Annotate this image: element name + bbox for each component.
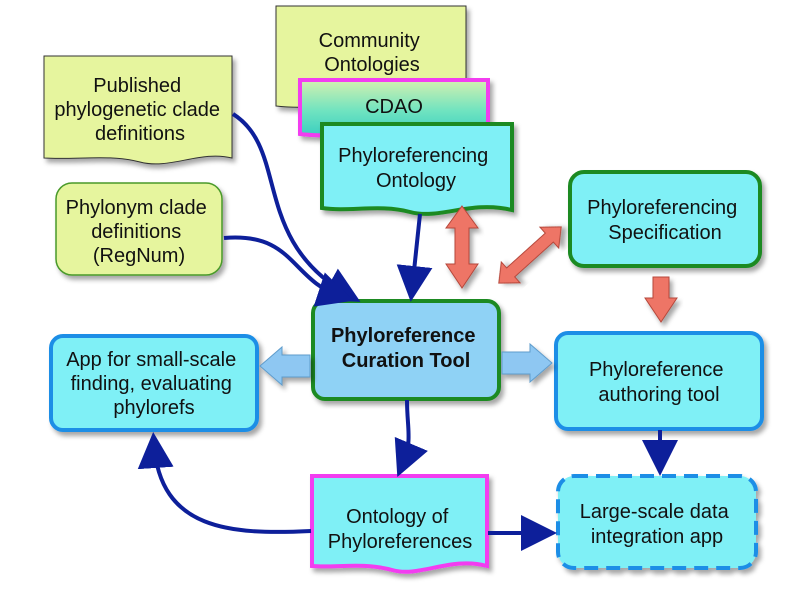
phylonym-definitions-node [55, 182, 223, 276]
large-scale-app-line-1: Large-scale data [580, 501, 730, 523]
curation-tool-line-2: Curation Tool [342, 350, 471, 372]
phylonym-definitions-line-3: (RegNum) [93, 245, 185, 267]
double-arrow-specification-curation [498, 226, 562, 284]
phyloreferencing-ontology-label: Phyloreferencing Ontology [338, 145, 494, 192]
curation-tool-label: Phyloreference Curation Tool [331, 325, 481, 372]
published-definitions-node [43, 55, 233, 165]
phylonym-definitions-shape [55, 182, 223, 276]
ontology-of-phyloreferences-node [310, 474, 489, 574]
community-ontologies-line-2: Ontologies [324, 54, 420, 76]
authoring-tool-shape [554, 331, 764, 431]
phyloreferencing-specification-line-1: Phyloreferencing [587, 197, 737, 219]
large-scale-app-label: Large-scale data integration app [580, 501, 735, 548]
phyloreferencing-ontology-line-2: Ontology [376, 170, 456, 192]
authoring-tool-node [554, 331, 764, 431]
small-scale-app-node [49, 334, 259, 432]
large-scale-app-node [556, 474, 758, 570]
phyloreferencing-specification-line-2: Specification [608, 222, 721, 244]
small-scale-app-label: App for small-scale finding, evaluating … [66, 349, 242, 419]
arrow-curation-to-small-scale [259, 345, 311, 387]
phyloreferencing-ontology-line-1: Phyloreferencing [338, 145, 488, 167]
large-scale-app-shape [556, 474, 758, 570]
ontology-of-phyloreferences-line-1: Ontology of [346, 506, 449, 528]
small-scale-app-line-1: App for small-scale [66, 349, 236, 371]
authoring-tool-label: Phyloreference authoring tool [589, 359, 729, 406]
published-definitions-line-2: phylogenetic clade [54, 99, 220, 121]
arrow-specification-to-authoring [644, 276, 678, 323]
curation-tool-line-1: Phyloreference [331, 325, 476, 347]
published-definitions-line-3: definitions [95, 123, 185, 145]
ontology-of-phyloreferences-label: Ontology of Phyloreferences [328, 506, 473, 553]
ontology-of-phyloreferences-line-2: Phyloreferences [328, 531, 473, 553]
ontology-of-phyloreferences-shape [310, 474, 489, 574]
phyloreferencing-specification-shape [568, 170, 762, 268]
published-definitions-shape [43, 55, 233, 165]
authoring-tool-line-1: Phyloreference [589, 359, 724, 381]
small-scale-app-shape [49, 334, 259, 432]
arrow-ontology-to-curation [396, 213, 433, 302]
community-ontologies-line-1: Community [319, 30, 420, 52]
phylonym-definitions-line-2: definitions [91, 221, 181, 243]
phylonym-definitions-line-1: Phylonym clade [66, 197, 207, 219]
phyloreferencing-specification-label: Phyloreferencing Specification [587, 197, 743, 244]
published-definitions-label: Published phylogenetic clade definitions [54, 75, 225, 145]
phylonym-definitions-label: Phylonym clade definitions (RegNum) [66, 197, 213, 267]
double-arrow-ontology-curation [445, 205, 479, 289]
phyloreferencing-specification-node [568, 170, 762, 268]
authoring-tool-line-2: authoring tool [598, 384, 719, 406]
arrow-curation-to-ontology-of [394, 399, 428, 478]
large-scale-app-line-2: integration app [591, 526, 723, 548]
small-scale-app-line-3: phylorefs [113, 397, 194, 419]
phyloreferencing-ontology-shape [320, 122, 514, 216]
phyloreferencing-ontology-node [320, 122, 514, 216]
cdao-label: CDAO [365, 96, 423, 118]
community-ontologies-label: Community Ontologies [319, 30, 426, 76]
arrow-phylonym-to-curation [223, 235, 354, 307]
arrow-ontology-of-to-small-scale [137, 432, 312, 534]
small-scale-app-line-2: finding, evaluating [71, 373, 232, 395]
arrow-curation-to-authoring [501, 342, 553, 384]
published-definitions-line-1: Published [93, 75, 181, 97]
